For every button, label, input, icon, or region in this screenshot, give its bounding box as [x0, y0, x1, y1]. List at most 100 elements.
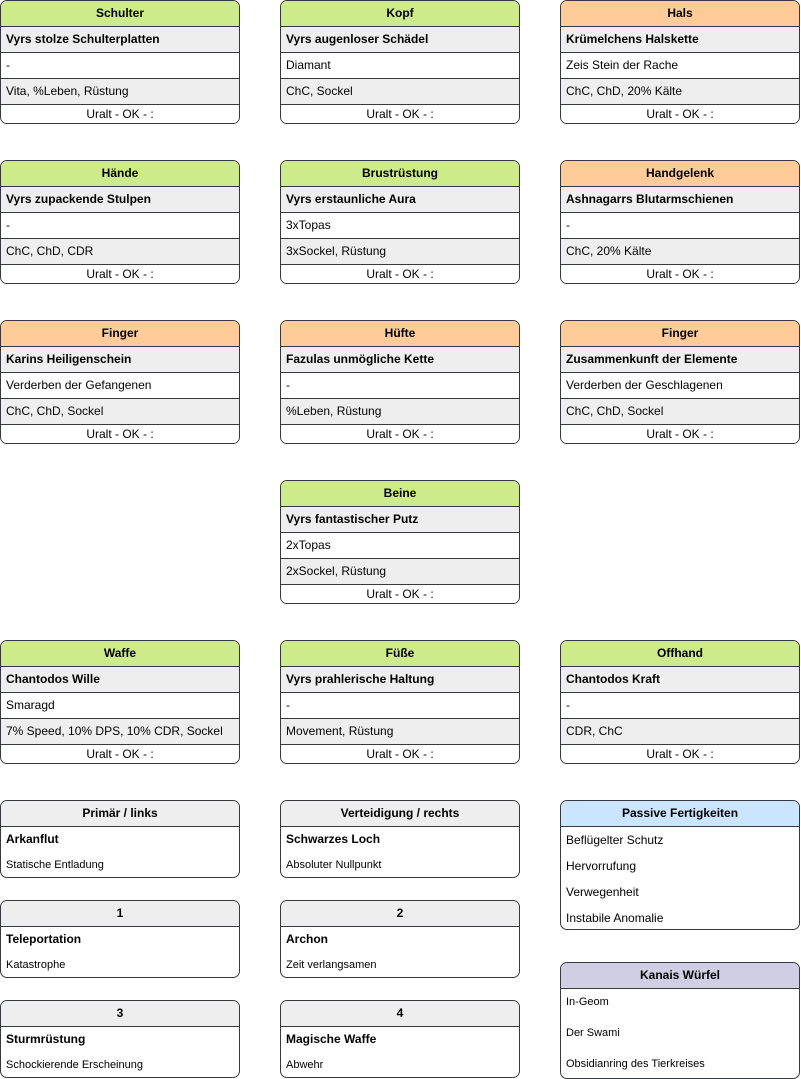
item-status: Uralt - OK - :	[561, 265, 799, 283]
item-gem: Smaragd	[1, 693, 239, 719]
item-card-finger-left[interactable]: Finger Karins Heiligenschein Verderben d…	[0, 320, 240, 444]
item-name: Ashnagarrs Blutarmschienen	[561, 187, 799, 213]
cube-power: Obsidianring des Tierkreises	[566, 1058, 705, 1070]
item-status: Uralt - OK - :	[1, 745, 239, 763]
item-gem: -	[561, 693, 799, 719]
item-status: Uralt - OK - :	[281, 105, 519, 123]
item-card-haende[interactable]: Hände Vyrs zupackende Stulpen - ChC, ChD…	[0, 160, 240, 284]
item-gem: -	[281, 693, 519, 719]
item-gem: Verderben der Gefangenen	[1, 373, 239, 399]
skill-card-3[interactable]: 3 Sturmrüstung Schockierende Erscheinung	[0, 1000, 240, 1078]
item-name: Vyrs augenloser Schädel	[281, 27, 519, 53]
skill-slot-title: Primär / links	[1, 801, 239, 827]
item-card-huefte[interactable]: Hüfte Fazulas unmögliche Kette - %Leben,…	[280, 320, 520, 444]
item-slot-title: Hüfte	[281, 321, 519, 347]
item-card-schulter[interactable]: Schulter Vyrs stolze Schulterplatten - V…	[0, 0, 240, 124]
item-name: Zusammenkunft der Elemente	[561, 347, 799, 373]
item-card-handgelenk[interactable]: Handgelenk Ashnagarrs Blutarmschienen - …	[560, 160, 800, 284]
item-stats: Vita, %Leben, Rüstung	[1, 79, 239, 105]
item-status: Uralt - OK - :	[281, 265, 519, 283]
item-stats: Movement, Rüstung	[281, 719, 519, 745]
item-stats: %Leben, Rüstung	[281, 399, 519, 425]
item-status: Uralt - OK - :	[561, 425, 799, 443]
item-gem: Diamant	[281, 53, 519, 79]
item-status: Uralt - OK - :	[1, 265, 239, 283]
item-card-finger-right[interactable]: Finger Zusammenkunft der Elemente Verder…	[560, 320, 800, 444]
item-slot-title: Handgelenk	[561, 161, 799, 187]
skill-name: Magische Waffe	[286, 1032, 377, 1046]
item-slot-title: Füße	[281, 641, 519, 667]
item-name: Fazulas unmögliche Kette	[281, 347, 519, 373]
item-gem: Zeis Stein der Rache	[561, 53, 799, 79]
skill-card-4[interactable]: 4 Magische Waffe Abwehr	[280, 1000, 520, 1078]
item-status: Uralt - OK - :	[561, 745, 799, 763]
skill-name: Schwarzes Loch	[286, 832, 381, 846]
item-gem: 2xTopas	[281, 533, 519, 559]
skill-card-secondary[interactable]: Verteidigung / rechts Schwarzes Loch Abs…	[280, 800, 520, 878]
item-slot-title: Brustrüstung	[281, 161, 519, 187]
item-slot-title: Offhand	[561, 641, 799, 667]
item-card-offhand[interactable]: Offhand Chantodos Kraft - CDR, ChC Uralt…	[560, 640, 800, 764]
item-slot-title: Waffe	[1, 641, 239, 667]
item-status: Uralt - OK - :	[1, 425, 239, 443]
item-stats: 2xSockel, Rüstung	[281, 559, 519, 585]
skill-name: Arkanflut	[6, 832, 59, 846]
item-slot-title: Beine	[281, 481, 519, 507]
item-slot-title: Finger	[1, 321, 239, 347]
skill-rune: Abwehr	[286, 1059, 324, 1071]
skill-card-primary[interactable]: Primär / links Arkanflut Statische Entla…	[0, 800, 240, 878]
item-status: Uralt - OK - :	[281, 745, 519, 763]
skill-rune: Katastrophe	[6, 959, 66, 971]
item-name: Krümelchens Halskette	[561, 27, 799, 53]
item-slot-title: Schulter	[1, 1, 239, 27]
skill-slot-title: 4	[281, 1001, 519, 1027]
item-name: Vyrs stolze Schulterplatten	[1, 27, 239, 53]
item-stats: ChC, ChD, Sockel	[1, 399, 239, 425]
item-gem: 3xTopas	[281, 213, 519, 239]
skill-rune: Absoluter Nullpunkt	[286, 859, 382, 871]
skill-rune: Statische Entladung	[6, 859, 104, 871]
skill-slot-title: 1	[1, 901, 239, 927]
item-name: Chantodos Kraft	[561, 667, 799, 693]
kanai-cube-card[interactable]: Kanais Würfel In-Geom Der Swami Obsidian…	[560, 962, 800, 1079]
item-card-brustruestung[interactable]: Brustrüstung Vyrs erstaunliche Aura 3xTo…	[280, 160, 520, 284]
skill-rune: Zeit verlangsamen	[286, 959, 377, 971]
item-gem: -	[1, 213, 239, 239]
item-status: Uralt - OK - :	[281, 425, 519, 443]
item-name: Vyrs erstaunliche Aura	[281, 187, 519, 213]
passive-skill: Hervorrufung	[566, 859, 637, 873]
item-name: Vyrs zupackende Stulpen	[1, 187, 239, 213]
passive-skill: Instabile Anomalie	[566, 911, 664, 925]
item-name: Chantodos Wille	[1, 667, 239, 693]
item-gem: -	[1, 53, 239, 79]
item-stats: ChC, 20% Kälte	[561, 239, 799, 265]
item-card-beine[interactable]: Beine Vyrs fantastischer Putz 2xTopas 2x…	[280, 480, 520, 604]
skill-rune: Schockierende Erscheinung	[6, 1059, 143, 1071]
skill-card-2[interactable]: 2 Archon Zeit verlangsamen	[280, 900, 520, 978]
item-status: Uralt - OK - :	[561, 105, 799, 123]
item-name: Vyrs fantastischer Putz	[281, 507, 519, 533]
item-slot-title: Kopf	[281, 1, 519, 27]
cube-power: Der Swami	[566, 1027, 620, 1039]
skill-slot-title: 3	[1, 1001, 239, 1027]
item-stats: ChC, ChD, Sockel	[561, 399, 799, 425]
item-slot-title: Hände	[1, 161, 239, 187]
item-gem: Verderben der Geschlagenen	[561, 373, 799, 399]
passive-skills-card[interactable]: Passive Fertigkeiten Beflügelter Schutz …	[560, 800, 800, 930]
item-card-waffe[interactable]: Waffe Chantodos Wille Smaragd 7% Speed, …	[0, 640, 240, 764]
item-name: Vyrs prahlerische Haltung	[281, 667, 519, 693]
item-gem: -	[561, 213, 799, 239]
passive-skill: Beflügelter Schutz	[566, 833, 664, 847]
skill-card-1[interactable]: 1 Teleportation Katastrophe	[0, 900, 240, 978]
kanai-cube-title: Kanais Würfel	[561, 963, 799, 989]
item-stats: 3xSockel, Rüstung	[281, 239, 519, 265]
item-slot-title: Finger	[561, 321, 799, 347]
item-card-kopf[interactable]: Kopf Vyrs augenloser Schädel Diamant ChC…	[280, 0, 520, 124]
item-status: Uralt - OK - :	[281, 585, 519, 603]
cube-power: In-Geom	[566, 996, 609, 1008]
item-card-hals[interactable]: Hals Krümelchens Halskette Zeis Stein de…	[560, 0, 800, 124]
item-card-fuesse[interactable]: Füße Vyrs prahlerische Haltung - Movemen…	[280, 640, 520, 764]
skill-slot-title: 2	[281, 901, 519, 927]
item-stats: ChC, ChD, 20% Kälte	[561, 79, 799, 105]
skill-name: Teleportation	[6, 932, 82, 946]
